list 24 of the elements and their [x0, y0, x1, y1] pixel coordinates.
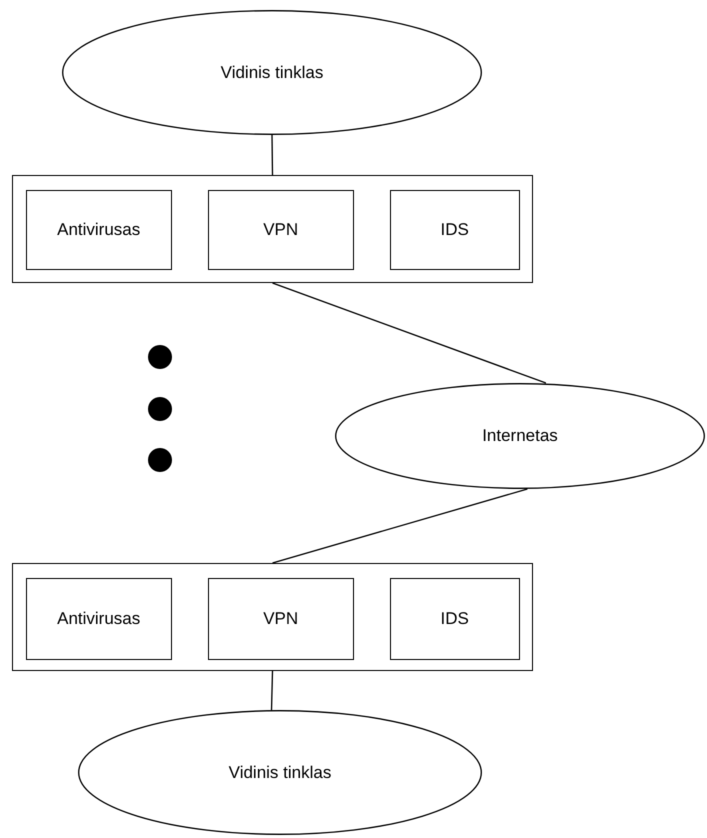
connector-line	[271, 135, 274, 175]
network-ellipse	[78, 710, 482, 835]
node-label: Antivirusas	[57, 608, 140, 629]
connector-line	[272, 282, 546, 384]
node-label: Antivirusas	[57, 220, 140, 240]
node-label: IDS	[440, 608, 469, 629]
gateway-box	[12, 175, 533, 283]
node-label: IDS	[440, 220, 469, 240]
module-box	[26, 190, 172, 270]
module-box	[208, 578, 354, 660]
module-box	[208, 190, 354, 270]
node-label: VPN	[263, 220, 298, 240]
node-label: Vidinis tinklas	[228, 762, 332, 782]
node-label: Vidinis tinklas	[220, 62, 324, 82]
node-label: VPN	[263, 608, 298, 629]
network-ellipse	[335, 383, 705, 489]
network-ellipse	[62, 10, 482, 135]
module-box	[390, 190, 520, 270]
module-box	[390, 578, 520, 660]
node-label: Internetas	[482, 426, 558, 446]
module-box	[26, 578, 172, 660]
gateway-box	[12, 563, 533, 671]
connector-line	[272, 488, 528, 564]
connector-line	[270, 670, 274, 710]
